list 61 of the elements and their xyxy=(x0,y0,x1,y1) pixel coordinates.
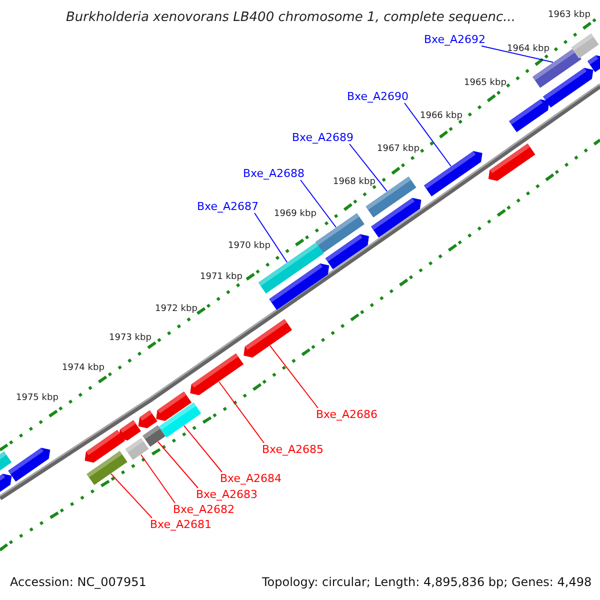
leader-line xyxy=(481,46,554,63)
gene-bar xyxy=(142,425,166,447)
gene-label: Bxe_A2688 xyxy=(243,167,305,180)
gene-bar xyxy=(488,144,536,181)
scale-label: 1973 kbp xyxy=(109,333,152,343)
gene-bar xyxy=(316,213,364,253)
gene-label: Bxe_A2683 xyxy=(196,488,258,501)
gene-label: Bxe_A2687 xyxy=(197,200,259,213)
leader-line xyxy=(184,425,222,472)
scale-label: 1969 kbp xyxy=(274,209,316,219)
scale-label: 1974 kbp xyxy=(62,363,104,373)
leader-line xyxy=(254,212,288,263)
scale-label: 1975 kbp xyxy=(16,393,58,403)
gene-bar xyxy=(84,430,125,463)
gene-bar xyxy=(190,353,244,396)
gene-label: Bxe_A2689 xyxy=(292,131,354,144)
gene-label: Bxe_A2692 xyxy=(424,33,486,46)
gene-bar xyxy=(138,410,158,428)
gene-label: Bxe_A2690 xyxy=(347,90,409,103)
scale-label: 1966 kbp xyxy=(420,111,462,121)
scale-label: 1967 kbp xyxy=(377,144,420,154)
gene-bar xyxy=(509,99,550,132)
leader-line xyxy=(218,381,264,444)
gene-label: Bxe_A2686 xyxy=(316,408,378,421)
scale-label: 1971 kbp xyxy=(200,272,242,282)
leader-line xyxy=(404,102,452,167)
gene-bar xyxy=(244,319,292,358)
leader-line xyxy=(270,345,318,408)
gene-bar xyxy=(8,448,50,482)
leader-line xyxy=(349,144,388,192)
gene-bar xyxy=(86,451,128,485)
gene-bar xyxy=(325,234,369,270)
gene-bar xyxy=(587,55,600,72)
footer-text: Accession: NC_007951 xyxy=(10,575,146,589)
gene-label: Bxe_A2685 xyxy=(262,443,324,456)
scale-label: 1964 kbp xyxy=(507,44,550,54)
leader-line xyxy=(158,441,198,488)
scale-label: 1968 kbp xyxy=(333,177,376,187)
gene-bar xyxy=(269,263,330,310)
scale-label: 1965 kbp xyxy=(464,78,506,88)
leader-line xyxy=(300,180,336,228)
leader-line xyxy=(110,473,152,518)
gene-bar xyxy=(118,420,141,440)
gene-label: Bxe_A2684 xyxy=(220,472,282,485)
gene-bar xyxy=(125,438,149,460)
scale-label: 1972 kbp xyxy=(155,304,198,314)
scale-label: 1963 kbp xyxy=(548,10,590,20)
leader-line xyxy=(140,454,176,504)
gene-label: Bxe_A2682 xyxy=(173,503,235,516)
gene-bar xyxy=(0,474,12,492)
gene-bar xyxy=(158,402,202,438)
gene-label: Bxe_A2681 xyxy=(150,518,212,531)
gene-bar xyxy=(156,392,192,421)
gene-bar xyxy=(0,451,12,471)
gene-bar xyxy=(543,68,594,108)
gene-bar xyxy=(371,198,422,238)
title: Burkholderia xenovorans LB400 chromosome 1, complete sequenc... xyxy=(66,10,516,25)
gene-bar xyxy=(571,34,599,58)
scale-label: 1970 kbp xyxy=(228,241,270,251)
gene-bar xyxy=(424,151,482,196)
footer-text: Topology: circular; Length: 4,895,836 bp; Genes: 4,498 xyxy=(262,575,592,589)
